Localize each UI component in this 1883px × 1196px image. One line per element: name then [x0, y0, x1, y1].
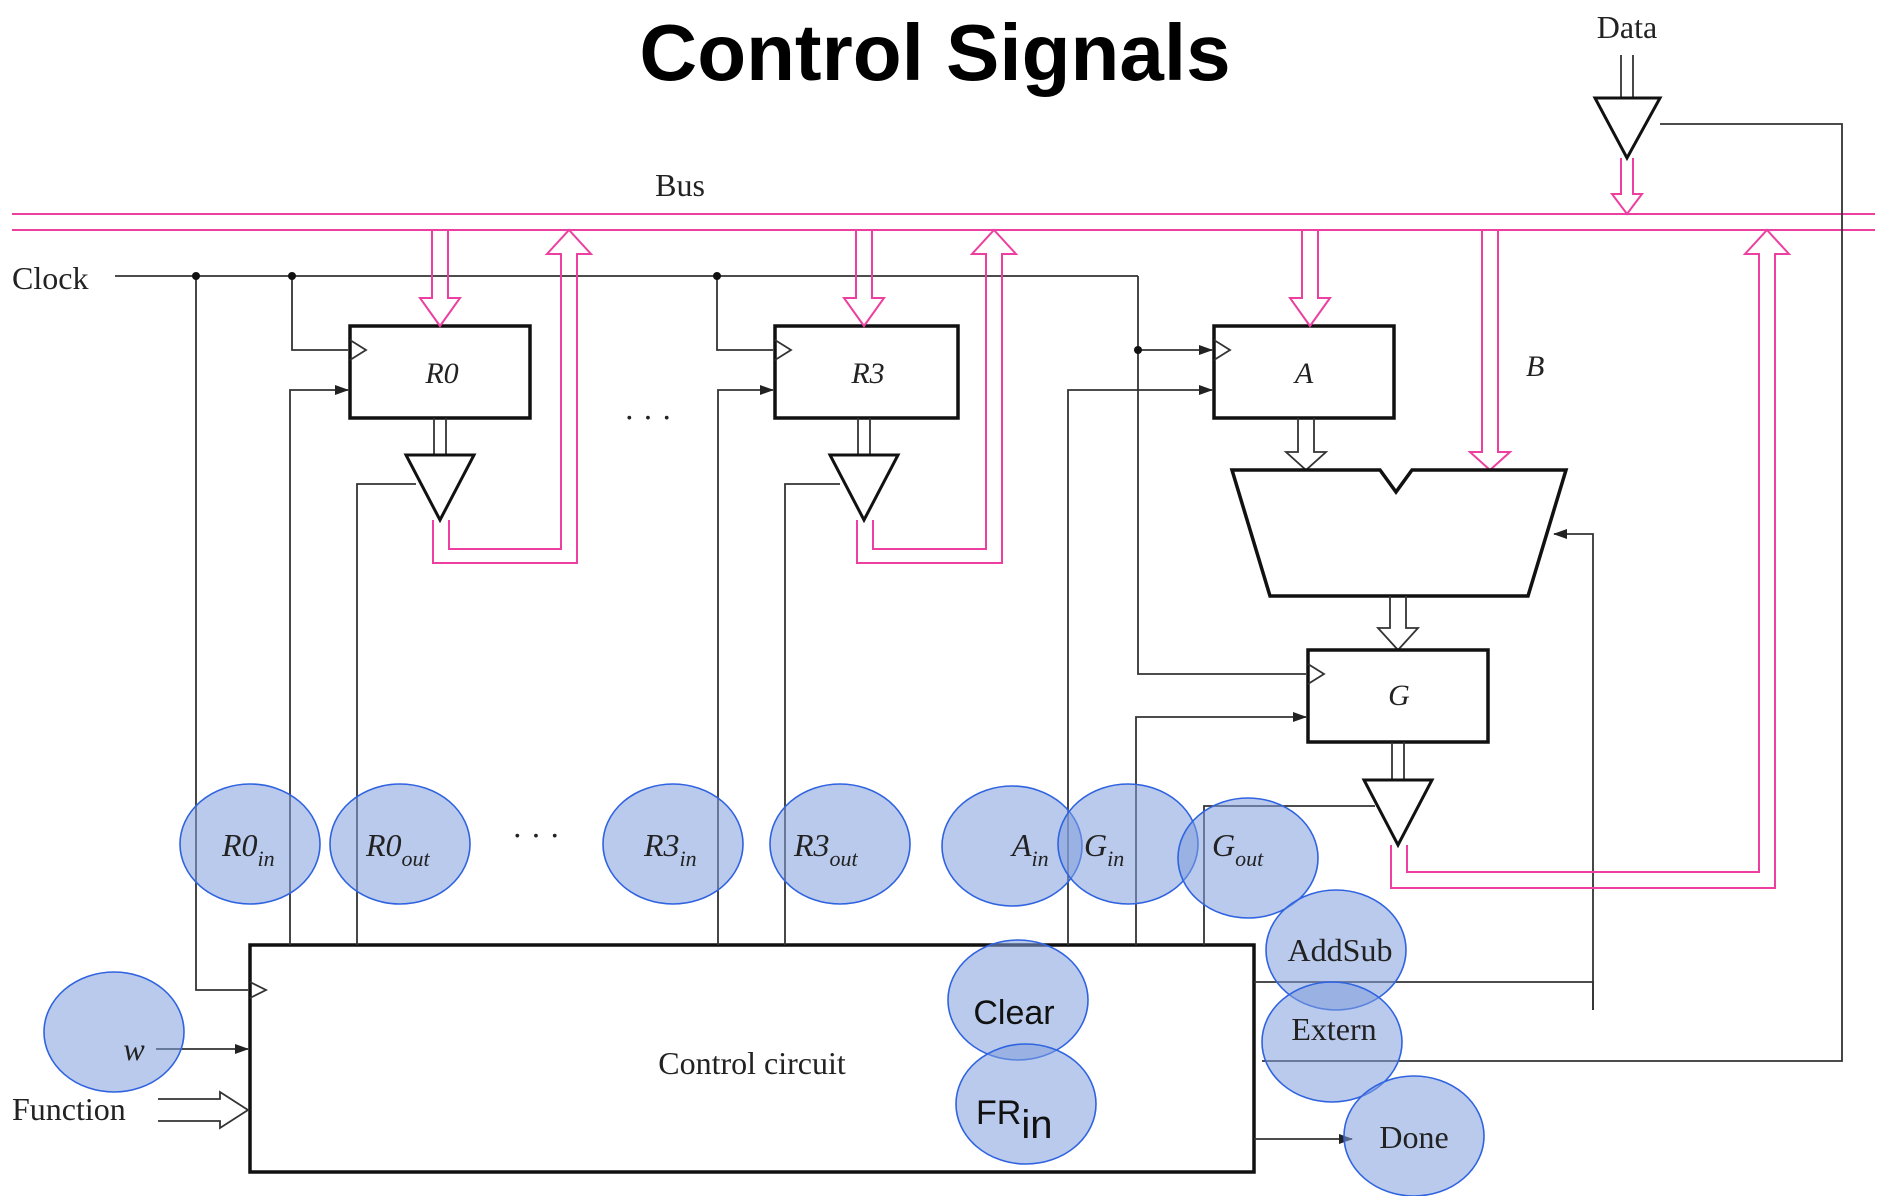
register-r0-label: R0	[424, 357, 458, 390]
page-title: Control Signals	[639, 8, 1230, 97]
r3-to-bus-path	[856, 228, 1019, 564]
control-circuit-label: Control circuit	[658, 1045, 846, 1081]
b-label: B	[1526, 350, 1544, 383]
g-to-bus-path	[1390, 228, 1792, 889]
g-in-highlight	[1057, 783, 1199, 905]
alu-shape	[1229, 468, 1569, 598]
signal-extern: Extern	[1291, 1011, 1376, 1047]
g-out-highlight	[1177, 797, 1319, 919]
register-r3	[773, 324, 960, 420]
data-label: Data	[1597, 9, 1657, 45]
r3-out-highlight	[769, 783, 911, 905]
signal-r0-out: R0out	[365, 827, 431, 871]
register-a	[1212, 324, 1396, 420]
signal-g-out: Gout	[1212, 827, 1264, 871]
register-g	[1306, 648, 1490, 744]
addsub-control-wire	[1553, 529, 1594, 1010]
a-to-alu-arrow	[1283, 418, 1329, 472]
signals-ellipsis: · · ·	[512, 817, 560, 853]
alu-to-g-arrow	[1375, 596, 1421, 652]
signal-r3-in: R3in	[643, 827, 697, 871]
control-signal-wires	[289, 385, 1594, 1144]
control-clock-symbol	[249, 981, 269, 999]
signal-w: w	[123, 1031, 145, 1067]
clock-wires	[115, 272, 1306, 991]
data-to-bus-arrow	[1610, 158, 1644, 216]
signal-g-in: Gin	[1084, 827, 1124, 871]
a-bus-in-arrow	[1288, 230, 1332, 328]
register-g-label: G	[1388, 679, 1410, 712]
r0-tristate-buffer	[403, 453, 477, 524]
r3-tristate-buffer	[827, 453, 901, 524]
r3-output-lines	[857, 418, 871, 455]
data-tristate-buffer	[1592, 96, 1663, 162]
w-highlight	[43, 971, 185, 1093]
r0-bus-in-arrow	[418, 230, 462, 328]
b-bus-to-alu-arrow	[1467, 230, 1513, 472]
r0-in-highlight	[179, 783, 321, 905]
signal-clear: Clear	[973, 994, 1054, 1032]
r0-output-lines	[433, 418, 447, 455]
registers-ellipsis: · · ·	[624, 399, 672, 435]
r0-to-bus-path	[432, 228, 594, 564]
r0-out-highlight	[329, 783, 471, 905]
function-input-arrow	[158, 1090, 250, 1130]
register-r3-label: R3	[850, 357, 884, 390]
control-circuit-block	[248, 943, 1256, 1174]
bus-lines	[12, 213, 1875, 231]
clock-label: Clock	[12, 260, 88, 296]
g-output-lines	[1391, 742, 1405, 780]
function-label: Function	[12, 1091, 126, 1127]
signal-r0-in: R0in	[221, 827, 275, 871]
r3-bus-in-arrow	[842, 230, 886, 328]
done-highlight	[1343, 1075, 1485, 1196]
signal-a-in: Ain	[1010, 827, 1049, 871]
r3-in-highlight	[602, 783, 744, 905]
g-tristate-buffer	[1361, 778, 1435, 849]
data-input-lines	[1620, 55, 1634, 98]
signal-done: Done	[1379, 1119, 1448, 1155]
signal-addsub: AddSub	[1288, 932, 1393, 968]
signal-r3-out: R3out	[793, 827, 859, 871]
register-a-label: A	[1293, 357, 1314, 390]
signal-fr-in: FRin	[976, 1094, 1052, 1147]
fr-in-highlight	[955, 1043, 1097, 1165]
extern-highlight	[1261, 981, 1403, 1103]
extern-control-wire	[1262, 123, 1843, 1062]
signal-highlights	[43, 783, 1485, 1196]
bus-label: Bus	[655, 167, 705, 203]
